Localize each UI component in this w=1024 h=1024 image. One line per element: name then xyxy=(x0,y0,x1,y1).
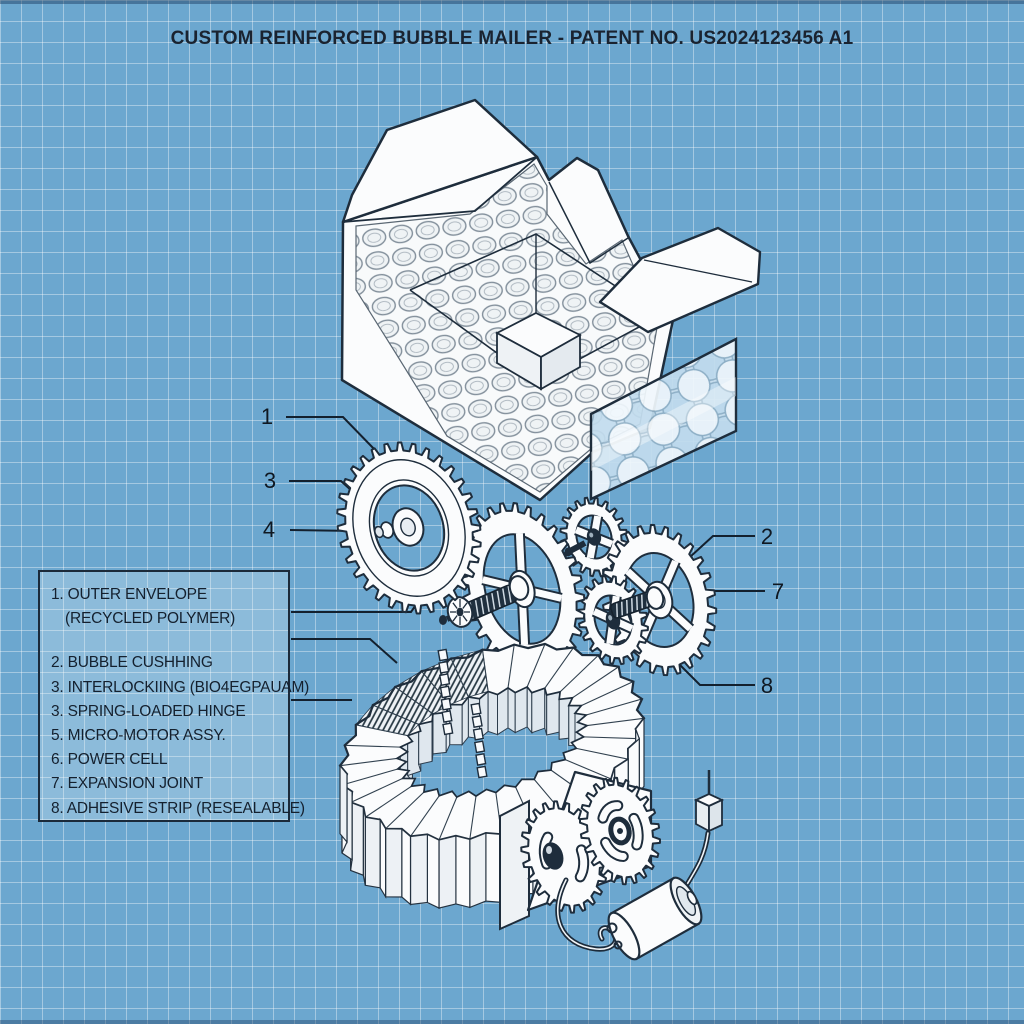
interlock-strip-a xyxy=(439,685,452,699)
parts-legend: 1. OUTER ENVELOPE (RECYCLED POLYMER) 2. BU… xyxy=(38,570,310,822)
gear-1-wheel xyxy=(336,441,482,615)
legend-item-1: 1. OUTER ENVELOPE xyxy=(51,586,207,603)
interlock-strip-a xyxy=(438,660,450,674)
callout-label-1: 1 xyxy=(260,404,274,429)
interlock-strip-b xyxy=(476,765,488,779)
adhesive-bubble-panel xyxy=(589,337,738,501)
interlock-strip-b xyxy=(475,752,487,766)
interlock-strip-b xyxy=(470,702,482,716)
legend-item-4: 3. INTERLOCKIING (BIO4EGPAUAM) xyxy=(51,678,310,696)
wiring xyxy=(555,830,711,952)
motor-terminal xyxy=(613,940,623,950)
legend-leader-line xyxy=(291,638,398,664)
connector-front xyxy=(695,798,710,833)
callout-label-8: 8 xyxy=(760,673,774,698)
sheet-glare xyxy=(591,377,736,471)
bellows-pleat xyxy=(426,833,440,910)
interlock-strip-a xyxy=(437,648,449,662)
callout-line-2 xyxy=(689,535,755,558)
callout-line-1 xyxy=(286,416,378,453)
interlock-strip-b xyxy=(471,715,483,729)
interlock-strip-b xyxy=(473,740,486,754)
interlock-strip-a xyxy=(441,710,453,723)
legend-item-7: 6. POWER CELL xyxy=(51,751,168,769)
bellows-pleat xyxy=(455,835,471,909)
worm-a-cap xyxy=(508,575,530,601)
bellows-pleat xyxy=(339,764,348,844)
motor-shaft-nub xyxy=(686,890,698,906)
legend-item-2: (RECYCLED POLYMER) xyxy=(65,610,236,628)
bellows-pleat xyxy=(379,817,387,899)
worm-b-cap xyxy=(645,586,665,610)
interlock-strip-a xyxy=(438,673,451,687)
legend-item-3: 2. BUBBLE CUSHHING xyxy=(51,654,213,672)
callout-label-4: 4 xyxy=(262,517,276,542)
gear-1-hub xyxy=(374,507,425,547)
gear-3-axle-cap xyxy=(564,547,572,557)
motor-cap-back xyxy=(607,911,641,961)
bubble-sheet xyxy=(589,337,738,501)
bellows-pleat xyxy=(438,835,457,909)
callout-label-2: 2 xyxy=(760,524,774,549)
interlock-strip-a xyxy=(442,722,454,736)
callout-line-8 xyxy=(676,661,755,686)
right-flap xyxy=(598,226,762,334)
worm-screw-b xyxy=(610,591,654,619)
drawing-title: CUSTOM REINFORCED BUBBLE MAILER - PATENT… xyxy=(170,28,854,49)
plate-gears xyxy=(520,776,661,914)
legend-item-6: 5. MICRO-MOTOR ASSY. xyxy=(51,727,226,745)
micro-motor xyxy=(606,876,703,961)
legend-item-9: 8. ADHESIVE STRIP (RESEALABLE) xyxy=(51,799,305,817)
gear-2-large xyxy=(458,501,586,677)
legend-item-5: 3. SPRING-LOADED HINGE xyxy=(51,702,246,720)
wire-b-core xyxy=(685,832,709,887)
callout-line-3 xyxy=(289,480,354,493)
power-connector xyxy=(693,770,725,833)
interlock-strip-b xyxy=(472,727,485,741)
motor-terminal xyxy=(606,922,618,934)
callout-label-7: 7 xyxy=(771,579,785,604)
interlock-strip-a xyxy=(440,697,452,711)
bellows-pleat xyxy=(469,832,487,909)
wire-a-core xyxy=(557,879,617,950)
wire-b xyxy=(683,830,711,889)
legend-leader-line xyxy=(291,601,419,613)
connector-side xyxy=(708,798,723,833)
gear-train xyxy=(336,441,718,677)
bellows-pleat xyxy=(409,833,428,906)
callout-label-3: 3 xyxy=(263,468,277,493)
bellows-pleat xyxy=(401,827,412,906)
legend-item-8: 7. EXPANSION JOINT xyxy=(51,775,204,793)
bellows-pleat xyxy=(385,828,403,898)
bellows-pleat xyxy=(364,816,381,889)
top-flap xyxy=(341,98,539,224)
